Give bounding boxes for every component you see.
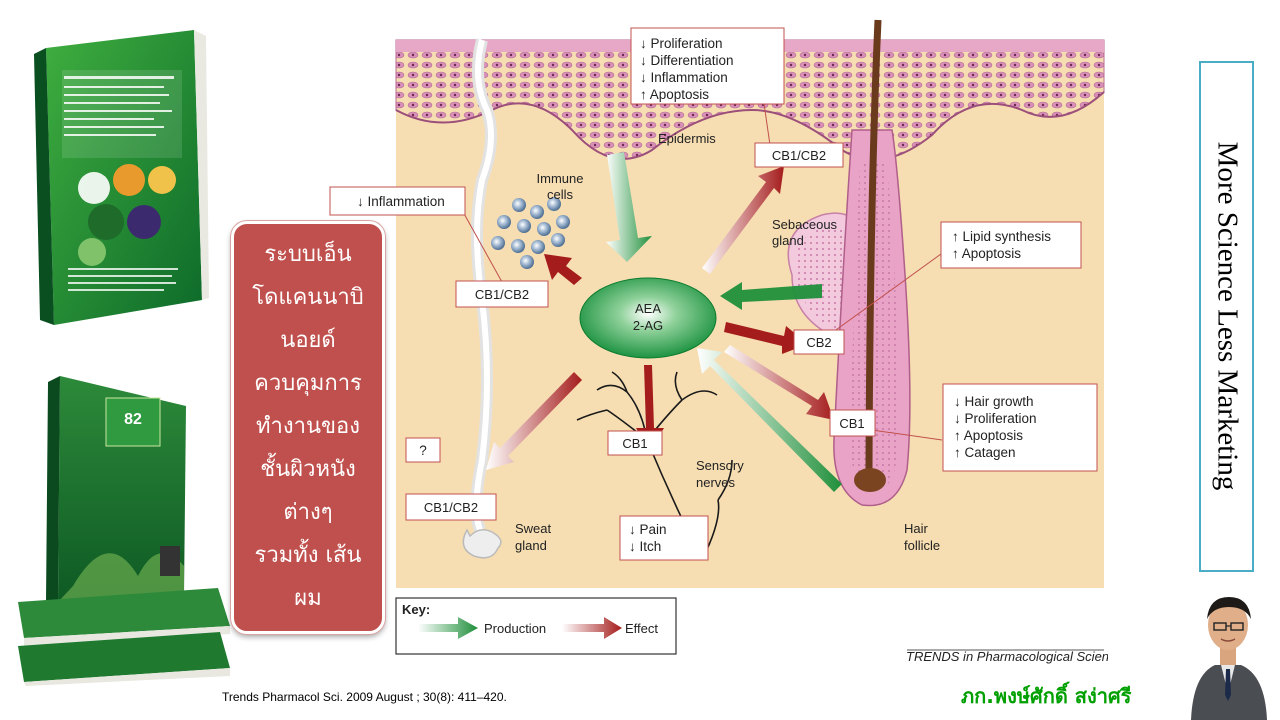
nerve-effect: ↓ Pain <box>629 522 667 537</box>
key-title: Key: <box>402 602 430 617</box>
receptor-immune: CB1/CB2 <box>455 280 549 308</box>
receptor-epidermis-label: CB1/CB2 <box>772 148 826 163</box>
receptor-hair: CB1 <box>829 409 876 437</box>
immune-effect: ↓ Inflammation <box>357 194 445 209</box>
sebaceous-effect: ↑ Apoptosis <box>952 246 1021 261</box>
label-immune-cells-2: cells <box>547 187 574 202</box>
label-sensory-nerves-2: nerves <box>696 475 736 490</box>
immune-cells-cluster <box>491 197 570 269</box>
book-cover-top <box>34 30 209 325</box>
effect-box-hair: ↓ Hair growth ↓ Proliferation ↑ Apoptosi… <box>942 383 1098 472</box>
thai-line: ควบคุมการ <box>254 371 362 397</box>
thai-line: ต่างๆ <box>283 500 333 526</box>
label-hair-follicle: Hair <box>904 521 929 536</box>
label-sweat-gland-2: gland <box>515 538 547 553</box>
thai-line: โดแคนนาบิ <box>252 285 364 311</box>
thai-line: รวมทั้ง เส้น <box>254 543 362 569</box>
receptor-epidermis: CB1/CB2 <box>754 142 844 168</box>
legend-key: Key: Production Effect <box>395 597 677 655</box>
thai-text-box: ระบบเอ็น โดแคนนาบิ นอยด์ ควบคุมการ ทำงาน… <box>231 221 385 634</box>
key-effect-arrow <box>562 617 622 639</box>
sebaceous-effect: ↑ Lipid synthesis <box>952 229 1051 244</box>
key-production-label: Production <box>484 621 546 636</box>
effect-box-immune: ↓ Inflammation <box>329 186 466 216</box>
sweat-effect: ? <box>419 443 427 458</box>
receptor-sweat-label: CB1/CB2 <box>424 500 478 515</box>
center-label-2ag: 2-AG <box>633 318 663 333</box>
key-production-arrow <box>418 617 478 639</box>
epidermis-effect: ↓ Inflammation <box>640 70 728 85</box>
hair-effect: ↑ Catagen <box>954 445 1016 460</box>
nerve-effect: ↓ Itch <box>629 539 661 554</box>
thai-line: ผม <box>294 586 322 612</box>
receptor-sweat: CB1/CB2 <box>405 493 497 521</box>
thai-line: ชั้นผิวหนัง <box>260 457 356 483</box>
effect-box-sebaceous: ↑ Lipid synthesis ↑ Apoptosis <box>940 221 1082 269</box>
receptor-immune-label: CB1/CB2 <box>475 287 529 302</box>
epidermis-effect: ↓ Proliferation <box>640 36 723 51</box>
effect-arrow-sebaceous <box>724 322 808 354</box>
label-sebaceous: Sebaceous <box>772 217 838 232</box>
hair-effect: ↑ Apoptosis <box>954 428 1023 443</box>
source-credit: TRENDS in Pharmacological Sciences <box>906 649 1108 664</box>
receptor-nerve: CB1 <box>607 430 663 456</box>
skin-endocannabinoid-diagram: AEA 2-AG Immune cells Epidermis Sebaceou… <box>329 19 1108 664</box>
effect-arrow-immune <box>544 254 582 285</box>
epidermis-effect: ↑ Apoptosis <box>640 87 709 102</box>
author-photo <box>1185 583 1271 720</box>
citation: Trends Pharmacol Sci. 2009 August ; 30(8… <box>222 690 507 704</box>
production-arrow-from-epidermis <box>606 152 652 262</box>
center-label-aea: AEA <box>635 301 661 316</box>
effect-box-nerve: ↓ Pain ↓ Itch <box>619 515 709 561</box>
receptor-sebaceous: CB2 <box>793 329 845 355</box>
effect-arrow-epidermis <box>702 166 784 274</box>
production-arrow-from-sebaceous <box>720 282 822 310</box>
receptor-hair-label: CB1 <box>839 416 864 431</box>
effect-arrow-hair <box>724 345 834 420</box>
label-sebaceous-2: gland <box>772 233 804 248</box>
dermis-layer <box>396 40 1104 588</box>
effect-arrow-sweat <box>486 372 582 470</box>
label-immune-cells: Immune <box>537 171 584 186</box>
sweat-gland-shape <box>462 528 502 559</box>
hair-effect: ↓ Proliferation <box>954 411 1037 426</box>
receptor-sebaceous-label: CB2 <box>806 335 831 350</box>
label-sensory-nerves: Sensory <box>696 458 744 473</box>
key-effect-label: Effect <box>625 621 658 636</box>
receptor-nerve-label: CB1 <box>622 436 647 451</box>
hair-effect: ↓ Hair growth <box>954 394 1034 409</box>
aea-2ag-node <box>579 277 717 359</box>
effect-arrow-nerve <box>636 365 664 452</box>
vertical-title: More Science Less Marketing <box>1211 141 1244 491</box>
svg-text:82: 82 <box>124 411 142 428</box>
thai-line: ทำงานของ <box>256 414 360 440</box>
epidermis-effect: ↓ Differentiation <box>640 53 734 68</box>
label-sweat-gland: Sweat <box>515 521 552 536</box>
thai-line: ระบบเอ็น <box>264 242 352 268</box>
effect-box-sweat: ? <box>405 437 441 463</box>
label-hair-follicle-2: follicle <box>904 538 940 553</box>
label-epidermis: Epidermis <box>658 131 716 146</box>
thai-line: นอยด์ <box>280 328 336 354</box>
effect-box-epidermis: ↓ Proliferation ↓ Differentiation ↓ Infl… <box>630 27 785 105</box>
hair-shaft <box>865 19 882 471</box>
book-stack: 82 <box>18 376 230 686</box>
author-name: ภก.พงษ์ศักดิ์ สง่าศรี <box>961 684 1132 708</box>
production-arrow-from-hair <box>697 348 842 492</box>
vertical-title-frame <box>1199 61 1254 572</box>
